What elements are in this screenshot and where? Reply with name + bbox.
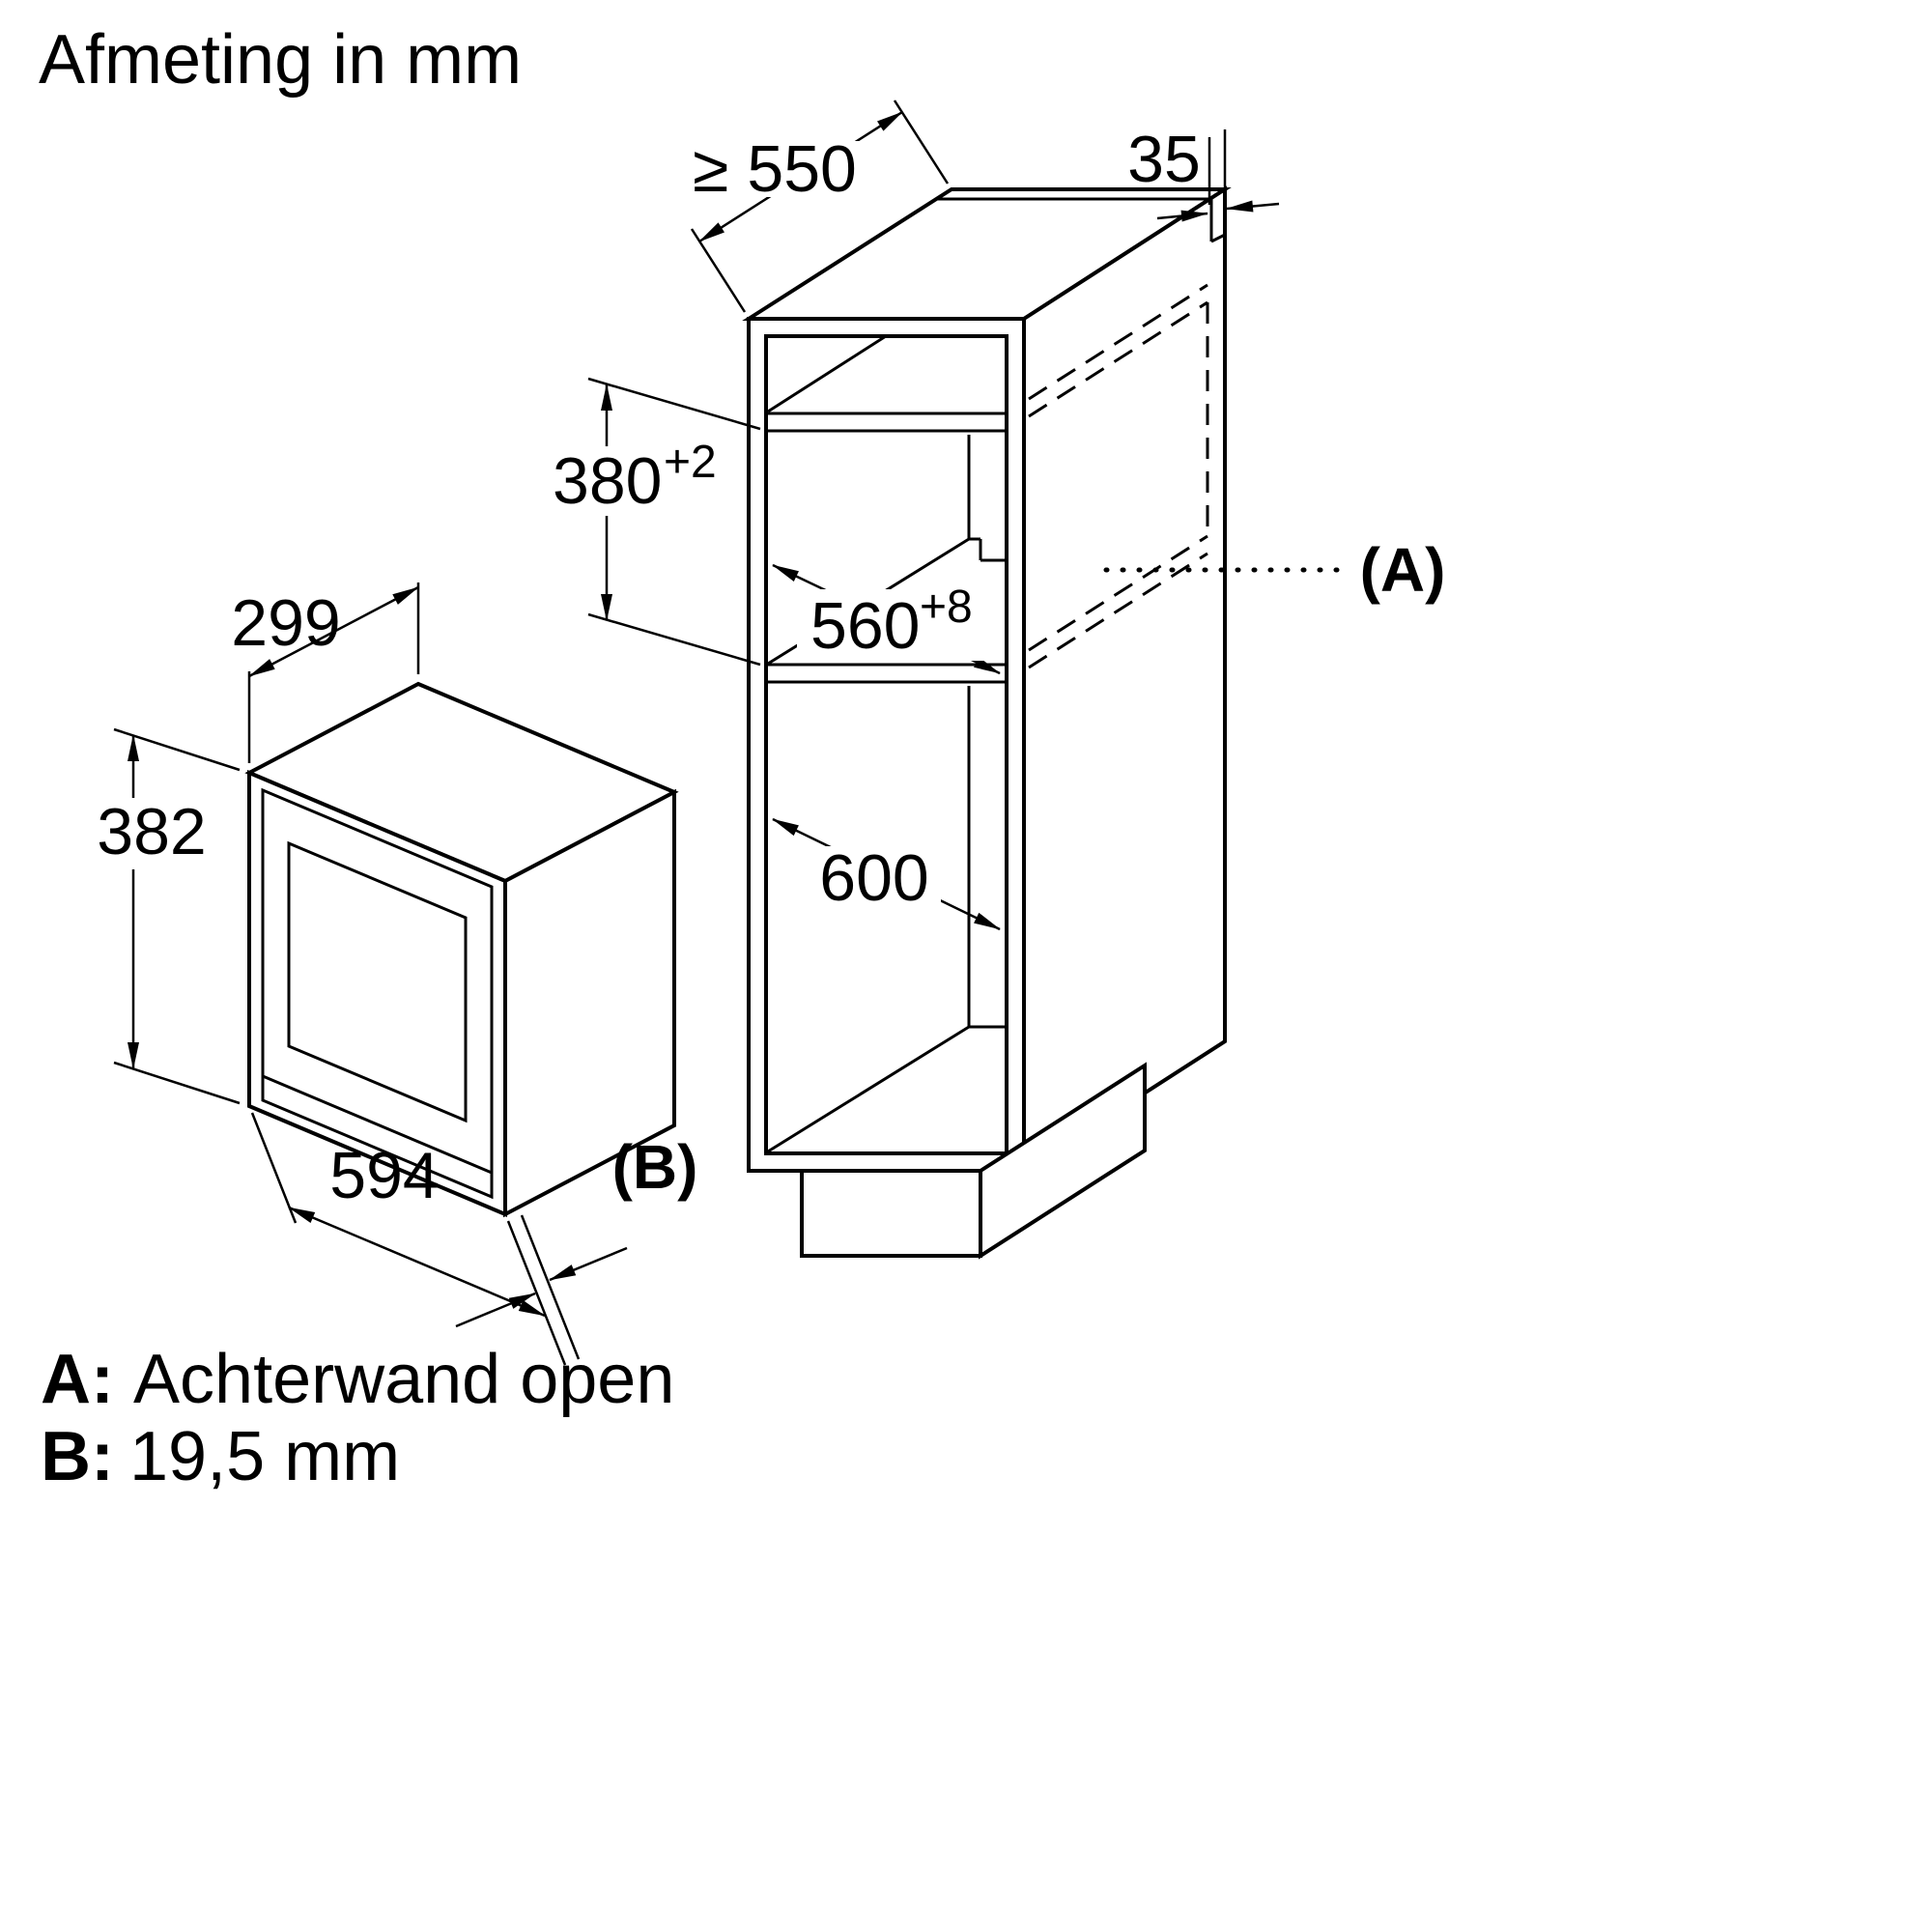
door-plane-line	[520, 1214, 581, 1360]
microwave-door-frame	[261, 787, 494, 1200]
arrow-line	[1156, 210, 1208, 222]
diagram-title: Afmeting in mm	[39, 21, 522, 99]
dim-560-label: 560	[810, 589, 920, 663]
legend-b-key: B:	[41, 1418, 114, 1495]
extension-line	[587, 377, 761, 431]
hidden-edge-dashed	[1028, 283, 1208, 401]
label-backing	[539, 446, 728, 516]
dim-mw-height-382: 382	[85, 727, 241, 1105]
label-a-leader: (A)	[1103, 535, 1446, 605]
legend-a-text: Achterwand open	[133, 1341, 674, 1418]
dim-35-label: 35	[1127, 123, 1201, 196]
dim-382-label: 382	[97, 795, 206, 868]
dim-niche-width-560: 560 +8	[772, 563, 1001, 675]
cabinet-rear-notch-line	[1210, 233, 1226, 243]
microwave-door-band	[262, 1074, 493, 1175]
dim-lower-600: 600	[772, 817, 1001, 931]
microwave-door-glass	[287, 840, 468, 1123]
hidden-edge-dashed	[1028, 300, 1208, 418]
label-a: (A)	[1360, 535, 1446, 605]
legend-a-key: A:	[41, 1341, 114, 1418]
dim-niche-height-380: 380 +2	[539, 377, 761, 667]
hidden-edge-dashed	[1028, 552, 1208, 669]
dim-depth-min-550: ≥ 550	[676, 99, 950, 313]
dim-mw-depth-299: 299	[231, 582, 420, 763]
dimension-annotations: ≥ 550 35 380 +2 560 +8	[85, 99, 1446, 1366]
dim-600-label: 600	[819, 841, 928, 915]
extension-line	[690, 228, 747, 313]
dim-mw-width-594: 594	[250, 1112, 567, 1366]
label-b: (B)	[612, 1132, 698, 1202]
hidden-edge-dashed	[1028, 534, 1208, 652]
arrow-line	[549, 1246, 628, 1282]
dim-550-label: ≥ 550	[693, 132, 857, 206]
cabinet-plinth-front	[800, 1169, 982, 1258]
label-backing	[85, 798, 218, 869]
label-backing	[676, 141, 875, 197]
dim-560-tolerance: +8	[920, 582, 973, 633]
dim-594-label: 594	[329, 1139, 439, 1212]
dim-299-label: 299	[231, 586, 340, 660]
dim-door-b: (B)	[455, 1132, 698, 1360]
microwave-drawing	[244, 681, 679, 1218]
extension-line	[250, 1112, 298, 1224]
dim-380-label: 380	[553, 444, 662, 518]
dimension-line	[288, 1206, 546, 1318]
extension-line	[587, 612, 761, 667]
extension-line	[113, 1061, 241, 1105]
cabinet-plinth-side	[979, 1062, 1147, 1260]
cabinet-interior-line	[767, 334, 887, 413]
dimension-line	[248, 585, 419, 678]
label-backing	[808, 846, 941, 918]
extension-line	[893, 99, 950, 185]
arrow-line	[455, 1292, 536, 1328]
dim-rear-gap-35: 35	[1127, 123, 1280, 222]
cabinet-interior-line	[767, 1025, 970, 1153]
label-backing	[797, 589, 990, 661]
arrow-line	[1226, 200, 1280, 213]
dim-380-tolerance: +2	[664, 437, 717, 488]
cabinet-drawing	[742, 185, 1232, 1260]
legend: A: Achterwand open B: 19,5 mm	[41, 1341, 674, 1495]
legend-b-text: 19,5 mm	[129, 1418, 400, 1495]
